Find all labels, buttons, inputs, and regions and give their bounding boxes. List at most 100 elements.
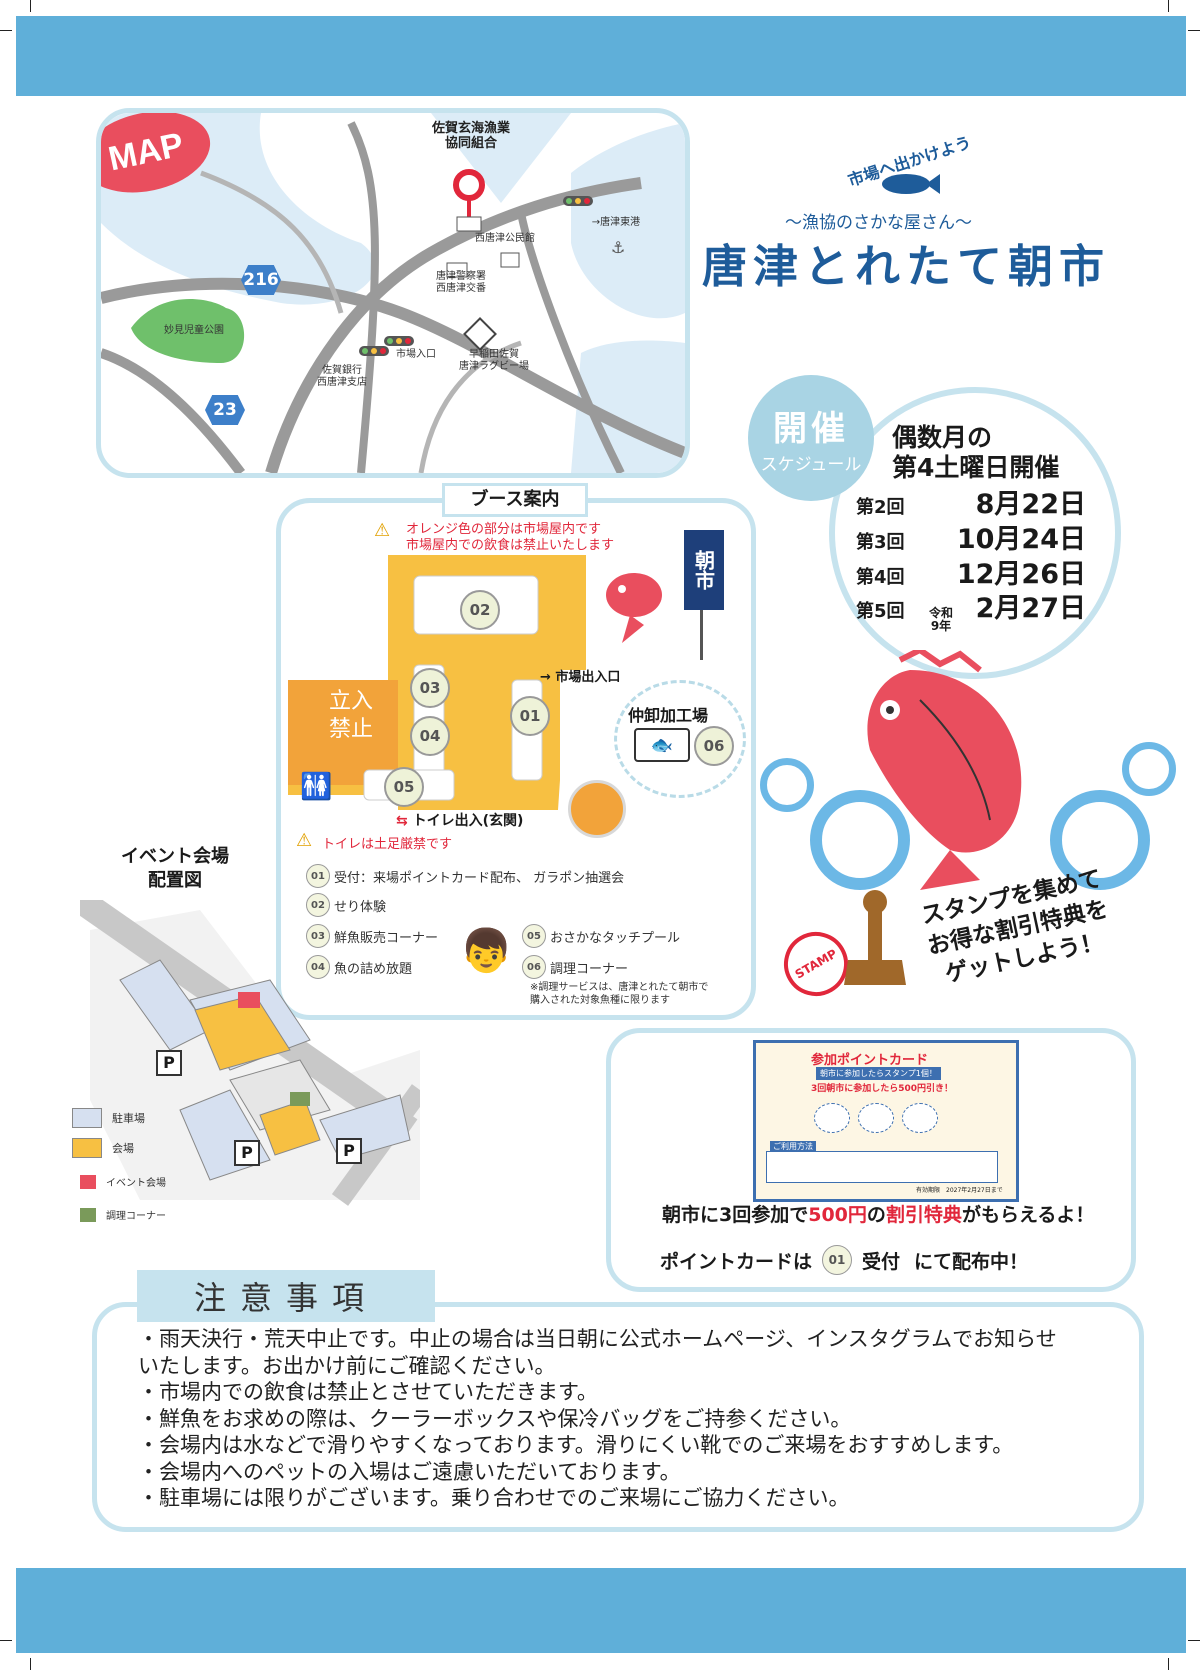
schedule-date: 2月27日	[975, 593, 1086, 624]
booth-06: 06	[694, 726, 734, 766]
notice-line: ・会場内は水などで滑りやすくなっております。滑りにくい靴でのご来場をおすすめしま…	[138, 1433, 1014, 1457]
notice-line: ・鮮魚をお求めの際は、クーラーボックスや保冷バッグをご持参ください。	[138, 1406, 852, 1431]
schedule-date: 8月22日	[975, 489, 1086, 520]
schedule-circle	[829, 387, 1121, 679]
map-drawing: ⚓	[101, 113, 685, 473]
schedule-row: 第5回 令和 9年 2月27日	[856, 586, 1086, 633]
header-band	[16, 16, 1186, 96]
line1-part: の	[866, 1204, 886, 1226]
notice-line: ・市場内での飲食は禁止とさせていただきます。	[138, 1380, 598, 1404]
title-subtitle: 〜漁協のさかな屋さん〜	[785, 213, 972, 233]
sea-bream-illustration	[867, 650, 1022, 890]
map-badge-text: MAP	[104, 125, 187, 178]
market-exit-text: 市場出入口	[555, 670, 621, 685]
banner-pole	[700, 610, 703, 660]
line1-highlight: 500円	[808, 1204, 867, 1226]
title-block: 市場へ出かけよう 〜漁協のさかな屋さん〜 唐津とれたて朝市	[690, 130, 1150, 293]
booth-warning-1: オレンジ色の部分は市場屋内です	[406, 522, 602, 537]
schedule-row: 第2回 8月22日	[856, 482, 1086, 521]
notice-list: ・雨天決行・荒天中止です。中止の場合は当日朝に公式ホームページ、インスタグラムで…	[138, 1326, 1118, 1512]
booth-number: 05	[522, 924, 546, 948]
card-usage: ご利用方法	[770, 1141, 816, 1152]
flag-icon	[80, 1174, 96, 1189]
notice-panel	[92, 1302, 1144, 1532]
flag-icon	[80, 1207, 96, 1222]
cutting-board-icon: 🐟	[634, 728, 690, 762]
point-card-image: 参加ポイントカード 朝市に参加したらスタンプ1個！ 3回朝市に参加したら500円…	[753, 1040, 1019, 1202]
booth-legend-text: おさかなタッチプール	[550, 930, 681, 946]
venue-legend-text: 駐車場	[112, 1112, 145, 1125]
line1-highlight: 割引特典	[885, 1204, 962, 1226]
booth-number: 01	[306, 864, 330, 888]
gong-icon	[568, 780, 626, 838]
wave-circle-icon	[1122, 742, 1176, 796]
market-exit-label: → 市場出入口	[540, 670, 621, 685]
no-entry-label: 立入 禁止	[328, 689, 373, 742]
booth-number: 03	[306, 924, 330, 948]
schedule-date: 12月26日	[956, 559, 1086, 590]
event-venue-map	[80, 900, 420, 1206]
staff-illustration: 👦	[460, 926, 513, 975]
toilet-note: トイレは土足厳禁です	[322, 837, 453, 852]
schedule-row: 第4回 12月26日	[856, 552, 1086, 591]
booth-number: 01	[822, 1245, 853, 1275]
processing-title: 仲卸加工場	[628, 706, 709, 725]
traffic-light-icon	[563, 196, 593, 206]
card-usage-box	[766, 1151, 998, 1183]
toilet-exit-label: ⇆ トイレ出入(玄関)	[396, 813, 524, 829]
booth-footnote: ※調理サービスは、唐津とれたて朝市で 購入された対象魚種に限ります	[530, 982, 709, 1006]
booth-number: 02	[306, 893, 330, 917]
toilet-icon: 🚻	[300, 772, 333, 802]
schedule-round: 第5回	[856, 601, 905, 622]
card-offer: 3回朝市に参加したら500円引き！	[811, 1084, 954, 1094]
traffic-light-icon	[359, 346, 389, 356]
venue-legend-text: 調理コーナー	[106, 1211, 166, 1222]
fish-icon	[882, 174, 940, 194]
parking-icon: P	[234, 1140, 260, 1166]
venue-legend-item: 会場	[72, 1138, 134, 1158]
schedule-round: 第2回	[856, 497, 905, 518]
schedule-date: 10月24日	[956, 524, 1086, 555]
sea-bream-icon	[606, 573, 662, 643]
venue-legend-item: 調理コーナー	[80, 1207, 166, 1222]
stamp-slot	[902, 1103, 938, 1133]
schedule-badge: 開催 スケジュール	[748, 375, 874, 501]
crop-mark	[1188, 30, 1200, 31]
toilet-exit-text: トイレ出入(玄関)	[412, 813, 524, 829]
crop-mark	[1168, 0, 1169, 12]
access-map: ⚓ MAP 佐賀玄海漁業 協同組合 →唐津東港 西唐津公民館 唐津警察署 西唐津…	[96, 108, 690, 478]
crop-mark	[0, 30, 12, 31]
notice-line: いたします。お出かけ前にご確認ください。	[138, 1353, 556, 1378]
crop-mark	[30, 1658, 31, 1670]
legend-swatch-venue	[72, 1138, 102, 1158]
booth-guide-title: ブース案内	[442, 483, 588, 517]
stamp-seal-text: STAMP	[792, 946, 840, 982]
card-title: 参加ポイントカード	[811, 1053, 929, 1068]
footer-band	[16, 1568, 1186, 1653]
booth-legend-text: せり体験	[334, 899, 387, 915]
processing-area	[614, 680, 746, 798]
line2-part: 受付	[862, 1250, 901, 1273]
line1-part: がもらえるよ！	[961, 1204, 1095, 1226]
venue-legend-text: イベント会場	[106, 1178, 166, 1189]
booth-warning-2: 市場屋内での飲食は禁止いたします	[406, 538, 615, 553]
booth-legend-text: 鮮魚販売コーナー	[334, 930, 439, 946]
label-karatsu-east-port: →唐津東港	[591, 217, 641, 228]
booth-01: 01	[510, 696, 550, 736]
crop-mark	[1168, 1658, 1169, 1670]
card-stamp-slots	[814, 1103, 938, 1133]
crop-mark	[30, 0, 31, 12]
card-sub: 朝市に参加したらスタンプ1個！	[816, 1067, 941, 1080]
schedule-round: 第4回	[856, 567, 905, 588]
schedule-badge-small: スケジュール	[760, 455, 862, 475]
notice-line: ・駐車場には限りがございます。乗り合わせでのご来場にご協力ください。	[138, 1486, 850, 1510]
line1-part: 朝市に3回参加で	[662, 1204, 809, 1226]
page-title: 唐津とれたて朝市	[702, 240, 1111, 293]
schedule-round: 第3回	[856, 532, 905, 553]
label-police-box: 唐津警察署 西唐津交番	[436, 271, 486, 294]
booth-05: 05	[384, 767, 424, 807]
